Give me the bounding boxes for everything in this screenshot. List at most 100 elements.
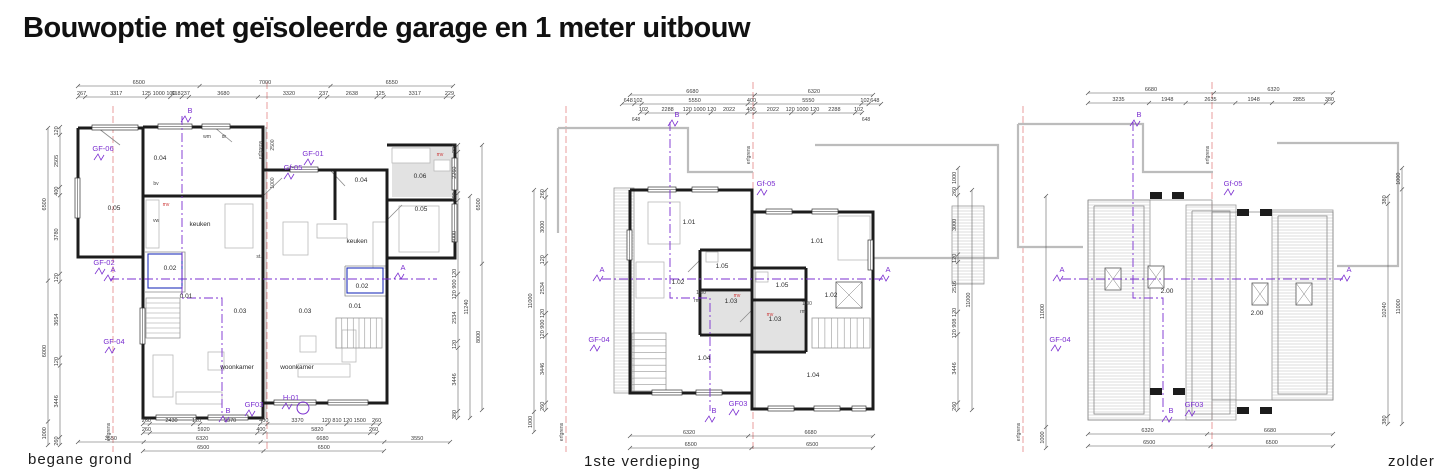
furniture — [224, 203, 254, 249]
dimension-text: 3320 — [283, 91, 295, 97]
dimension-tick — [167, 94, 173, 100]
annotation-text: vw — [153, 218, 160, 224]
window — [765, 208, 793, 215]
dimension-tick — [57, 355, 63, 360]
dimension-tick — [324, 94, 330, 100]
dimension-text: 5920 — [197, 427, 209, 433]
dimension-text: 102 — [633, 98, 642, 104]
dimension-text: 2534 — [540, 282, 546, 294]
dimension-tick — [745, 101, 750, 107]
dimension-text: 1000 — [952, 172, 958, 184]
room-label: 0.05 — [415, 206, 428, 213]
dimension-text: 11000 — [966, 293, 972, 308]
ref-label: A — [599, 265, 604, 274]
dimension-tick — [57, 434, 63, 440]
room-label: 1.04 — [698, 355, 711, 362]
partition-line — [386, 204, 403, 221]
dimension-text: 260 — [952, 187, 958, 196]
dimension-tick — [1385, 421, 1391, 427]
dimension-text: 125 1000 100 — [142, 91, 176, 97]
annotation-text: mv — [767, 312, 774, 318]
dimension-tick — [455, 198, 461, 203]
furniture — [755, 271, 769, 283]
roof-outline — [1016, 124, 1083, 249]
furniture — [175, 391, 223, 405]
dimension-tick — [1043, 445, 1049, 451]
dimension-tick — [140, 421, 146, 427]
ref-label: GF03 — [245, 400, 264, 409]
ref-leader — [1223, 188, 1235, 196]
annotation-text: 1000 — [270, 177, 276, 188]
annotation-text: mv — [437, 152, 444, 158]
dimension-tick — [852, 110, 858, 116]
dimension-text: 11240 — [464, 300, 470, 315]
furniture — [372, 221, 387, 269]
dimension-tick — [955, 400, 961, 405]
dimension-tick — [455, 415, 461, 421]
dimension-text: 3317 — [110, 91, 122, 97]
dimension-text: 6320 — [196, 436, 208, 442]
dimension-tick — [381, 448, 387, 454]
dimension-tick — [255, 94, 261, 100]
dimension-tick — [82, 94, 88, 100]
dimension-tick — [686, 110, 691, 116]
dimension-text: 2855 — [1293, 97, 1305, 103]
dimension-tick — [1330, 431, 1336, 437]
dimension-text: 2288 — [661, 107, 673, 113]
dimension-text: 3317 — [409, 91, 421, 97]
annotation-text: 2500 — [270, 139, 276, 150]
furniture — [398, 205, 440, 253]
dimension-tick — [455, 408, 461, 414]
dimension-text: 6500 — [1266, 440, 1278, 446]
marker-circle — [296, 401, 310, 415]
dimension-text: 380 — [452, 410, 458, 419]
dimension-tick — [955, 259, 961, 265]
dimension-text: 2534 — [452, 312, 458, 324]
partition-line — [97, 127, 121, 146]
dimension-text: 260 — [369, 427, 378, 433]
dimension-text: 380 — [1382, 415, 1388, 424]
dimension-text: 260 — [142, 418, 151, 424]
furniture — [635, 261, 665, 299]
window — [201, 123, 231, 130]
dimension-text: 3550 — [105, 436, 117, 442]
dimension-text: 120 — [192, 418, 201, 424]
ref-label: B — [1136, 110, 1141, 119]
plan-caption-zolder: zolder — [1388, 453, 1435, 470]
dimension-tick — [325, 421, 330, 427]
dimension-tick — [57, 363, 63, 368]
window — [811, 208, 839, 215]
dimension-text: 6680 — [804, 430, 816, 436]
partition-line — [344, 265, 387, 297]
room-label: 0.01 — [180, 293, 193, 300]
roof-hatch — [1087, 199, 1151, 421]
dimension-tick — [1146, 100, 1152, 106]
partition-line — [145, 251, 186, 293]
annotation-text: bv — [153, 181, 159, 187]
window — [767, 405, 795, 412]
room-label: 1.01 — [683, 219, 696, 226]
furniture — [837, 215, 871, 261]
dimension-text: 260 — [54, 436, 60, 445]
annotation-text: erfgrens — [1205, 145, 1211, 164]
dimension-text: 6000 — [42, 345, 48, 357]
dimension-tick — [186, 94, 192, 100]
dimension-tick — [57, 271, 63, 277]
annotation-text: 1.00 — [802, 301, 812, 307]
dimension-chain: 11240 — [464, 193, 473, 421]
dimension-text: 2022 — [723, 107, 735, 113]
dimension-text: 120 — [54, 273, 60, 282]
dimension-tick — [45, 419, 51, 424]
dimension-tick — [75, 439, 81, 445]
dimension-text: 5820 — [311, 427, 323, 433]
bathroom-floor — [754, 302, 804, 350]
dimension-text: 400 — [747, 98, 756, 104]
dimension-text: 2505 — [54, 155, 60, 167]
roof-outline — [558, 126, 753, 174]
annotation-text: mv — [163, 202, 170, 208]
dimension-tick — [1399, 187, 1405, 192]
